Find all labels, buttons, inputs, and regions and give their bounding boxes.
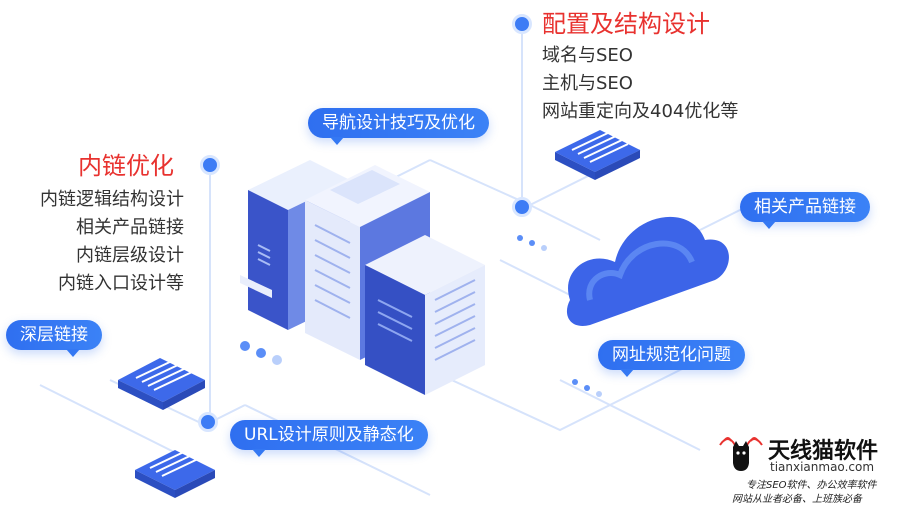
- platform-tile-left: [118, 358, 205, 410]
- connector-dot-center: [512, 197, 532, 217]
- left-item: 内链层级设计: [76, 245, 184, 266]
- connector-dot-left-bottom: [198, 412, 218, 432]
- cat-logo-icon: [719, 437, 763, 471]
- left-item: 内链逻辑结构设计: [40, 189, 184, 210]
- server-tower-right: [365, 235, 485, 395]
- connector-dot-top: [512, 14, 532, 34]
- platform-tile-bottom: [135, 449, 215, 498]
- top-item: 网站重定向及404优化等: [542, 101, 739, 122]
- brand-name: 天线猫软件: [768, 439, 879, 464]
- label-url-design: URL设计原则及静态化: [230, 420, 428, 457]
- brand-block: 天线猫软件 tianxianmao.com 专注SEO软件、办公效率软件 网站从…: [718, 433, 898, 505]
- top-item: 域名与SEO: [542, 45, 633, 66]
- label-nav-design: 导航设计技巧及优化: [308, 108, 489, 145]
- left-heading: 内链优化: [78, 152, 174, 180]
- label-deep-links: 深层链接: [6, 320, 102, 357]
- decor-dots: [240, 235, 602, 397]
- top-heading: 配置及结构设计: [542, 10, 710, 38]
- left-item: 相关产品链接: [76, 217, 184, 238]
- connector-dot-left-top: [200, 155, 220, 175]
- brand-slogan-1: 专注SEO软件、办公效率软件: [746, 480, 877, 491]
- cloud-graphic: [566, 216, 729, 326]
- left-item-list: 内链逻辑结构设计 相关产品链接 内链层级设计 内链入口设计等: [4, 186, 184, 298]
- platform-tile-topright: [555, 130, 640, 180]
- top-item: 主机与SEO: [542, 73, 633, 94]
- left-item: 内链入口设计等: [58, 273, 184, 294]
- brand-slogan-2: 网站从业者必备、上班族必备: [732, 494, 862, 505]
- top-item-list: 域名与SEO 主机与SEO 网站重定向及404优化等: [542, 42, 738, 126]
- label-related-products: 相关产品链接: [740, 192, 870, 229]
- brand-domain: tianxianmao.com: [770, 460, 875, 474]
- label-url-normalization: 网址规范化问题: [598, 340, 745, 377]
